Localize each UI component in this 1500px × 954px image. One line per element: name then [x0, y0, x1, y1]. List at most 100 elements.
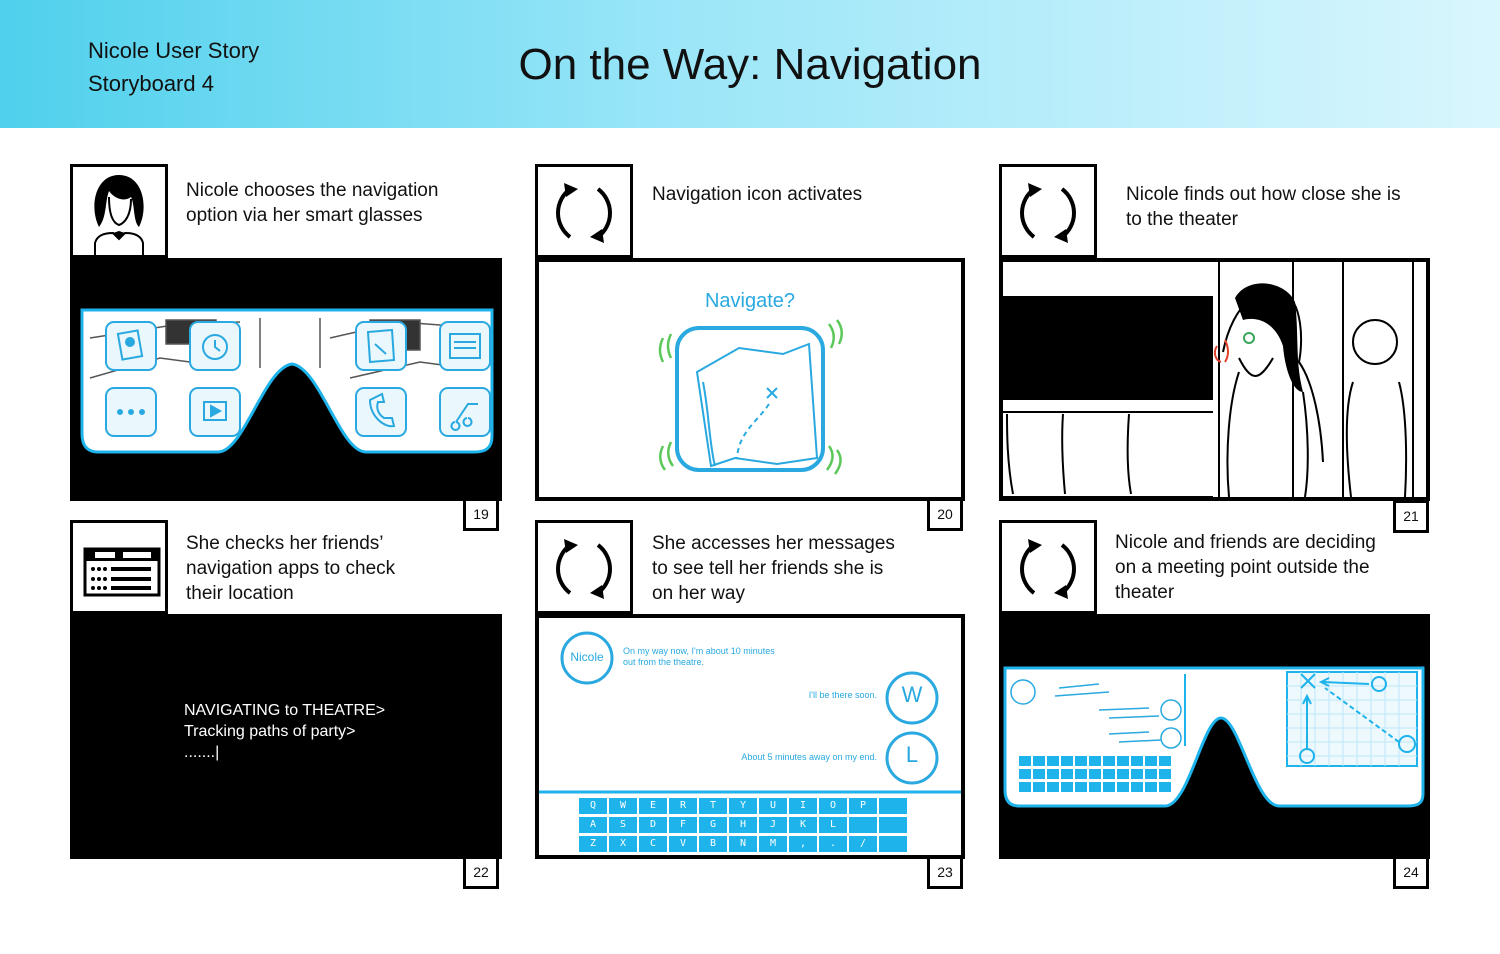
panel-number: 21: [1393, 500, 1429, 533]
keyboard-key[interactable]: [879, 798, 907, 814]
panel-24-icon-box: [999, 520, 1097, 614]
panel-22-icon-box: [70, 520, 168, 614]
header-banner: Nicole User Story Storyboard 4 On the Wa…: [0, 0, 1500, 128]
keyboard-key[interactable]: X: [609, 836, 637, 852]
keyboard-key[interactable]: N: [729, 836, 757, 852]
page-title: On the Way: Navigation: [518, 40, 982, 89]
caption-line: to see tell her friends she is: [652, 558, 884, 579]
panel-21-caption: Nicole finds out how close she is to the…: [1126, 182, 1401, 232]
panel-24-caption: Nicole and friends are deciding on a mee…: [1115, 530, 1376, 605]
keyboard-key[interactable]: H: [729, 817, 757, 833]
chat-avatars: [539, 631, 961, 794]
keyboard-key[interactable]: D: [639, 817, 667, 833]
caption-line: She checks her friends’: [186, 533, 384, 554]
refresh-cycle-icon: [556, 539, 612, 599]
caption-line: option via her smart glasses: [186, 205, 423, 226]
keyboard-key[interactable]: Y: [729, 798, 757, 814]
refresh-cycle-icon: [1020, 183, 1076, 243]
panel-number: 22: [463, 856, 499, 889]
keyboard-key[interactable]: C: [639, 836, 667, 852]
browser-window-icon: [83, 547, 161, 597]
user-portrait-icon: [94, 175, 144, 255]
caption-line: Nicole finds out how close she is: [1126, 184, 1401, 205]
caption-line: their location: [186, 583, 294, 604]
terminal-line: Tracking paths of party>: [184, 723, 356, 740]
keyboard-key[interactable]: M: [759, 836, 787, 852]
keyboard-key[interactable]: S: [609, 817, 637, 833]
navigate-prompt: Navigate?: [704, 290, 796, 312]
keyboard-key[interactable]: V: [669, 836, 697, 852]
keyboard-key[interactable]: L: [819, 817, 847, 833]
keyboard-key[interactable]: [879, 817, 907, 833]
caption-line: Nicole and friends are deciding: [1115, 532, 1376, 553]
caption-line: Navigation icon activates: [652, 184, 863, 205]
story-title: Nicole User Story Storyboard 4: [88, 34, 259, 100]
keyboard-key[interactable]: Z: [579, 836, 607, 852]
terminal-output: NAVIGATING to THEATRE> Tracking paths of…: [184, 700, 385, 763]
caption-line: She accesses her messages: [652, 533, 895, 554]
panel-21-icon-box: [999, 164, 1097, 258]
panel-number: 19: [463, 498, 499, 531]
panel-20-frame: Navigate?: [535, 258, 965, 501]
keyboard-key[interactable]: P: [849, 798, 877, 814]
keyboard-key[interactable]: G: [699, 817, 727, 833]
caption-line: theater: [1115, 582, 1175, 603]
keyboard-key[interactable]: F: [669, 817, 697, 833]
panel-20-icon-box: [535, 164, 633, 258]
panel-20-caption: Navigation icon activates: [652, 182, 862, 207]
panel-number: 20: [927, 498, 963, 531]
keyboard-key[interactable]: E: [639, 798, 667, 814]
panel-21-frame: [999, 258, 1430, 501]
keyboard-key[interactable]: R: [669, 798, 697, 814]
keyboard-key[interactable]: K: [789, 817, 817, 833]
train-scene-illustration: [1003, 262, 1414, 498]
keyboard-key[interactable]: .: [819, 836, 847, 852]
panel-22-caption: She checks her friends’ navigation apps …: [186, 531, 395, 606]
panel-24-frame: [999, 614, 1430, 859]
caption-line: on a meeting point outside the: [1115, 557, 1370, 578]
keyboard-key[interactable]: B: [699, 836, 727, 852]
panel-23-icon-box: [535, 520, 633, 614]
story-name: Nicole User Story: [88, 38, 260, 63]
caption-line: Nicole chooses the navigation: [186, 180, 439, 201]
panel-19-icon-box: [70, 164, 168, 258]
panel-19-frame: [70, 258, 502, 501]
keyboard-key[interactable]: A: [579, 817, 607, 833]
keyboard-key[interactable]: I: [789, 798, 817, 814]
refresh-cycle-icon: [556, 183, 612, 243]
avatar-l: L: [905, 742, 919, 767]
keyboard-key[interactable]: ,: [789, 836, 817, 852]
keyboard-key[interactable]: W: [609, 798, 637, 814]
keyboard-key[interactable]: U: [759, 798, 787, 814]
keyboard-key[interactable]: T: [699, 798, 727, 814]
refresh-cycle-icon: [1020, 539, 1076, 599]
avatar-self: Nicole: [570, 650, 604, 664]
caption-line: on her way: [652, 583, 745, 604]
panel-22-frame: NAVIGATING to THEATRE> Tracking paths of…: [70, 614, 502, 859]
smart-glasses-map: [1003, 666, 1425, 808]
terminal-line: NAVIGATING to THEATRE>: [184, 702, 386, 719]
terminal-line: .......|: [184, 744, 220, 761]
keyboard-key[interactable]: Q: [579, 798, 607, 814]
keyboard-key[interactable]: O: [819, 798, 847, 814]
panel-23-frame: Nicole W L On my way now, I'm about 10 m…: [535, 614, 965, 859]
panel-19-caption: Nicole chooses the navigation option via…: [186, 178, 438, 228]
panel-number: 23: [927, 856, 963, 889]
keyboard-key[interactable]: [849, 817, 877, 833]
caption-line: to the theater: [1126, 209, 1238, 230]
chat-text: On my way now, I'm about 10 minutes: [623, 646, 775, 656]
smart-glasses-menu: [80, 308, 494, 454]
chat-message-l: About 5 minutes away on my end.: [741, 752, 877, 762]
keyboard-key[interactable]: J: [759, 817, 787, 833]
keyboard-key[interactable]: [879, 836, 907, 852]
avatar-w: W: [901, 682, 923, 707]
chat-message-w: I'll be there soon.: [808, 690, 877, 700]
map-app-icon: [658, 319, 843, 475]
chat-message-outgoing: On my way now, I'm about 10 minutes out …: [623, 646, 775, 668]
panel-number: 24: [1393, 856, 1429, 889]
panel-23-caption: She accesses her messages to see tell he…: [652, 531, 895, 606]
storyboard-number: Storyboard 4: [88, 71, 214, 96]
chat-text: out from the theatre.: [623, 657, 705, 667]
keyboard-key[interactable]: /: [849, 836, 877, 852]
